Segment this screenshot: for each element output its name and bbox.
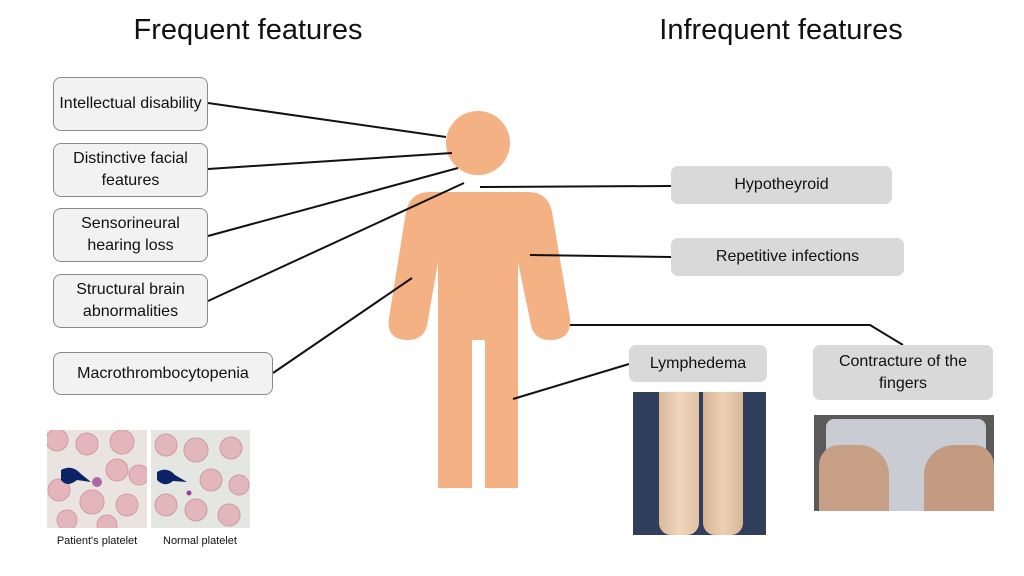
feature-repetitive-infections: Repetitive infections <box>671 238 904 276</box>
feature-hearing-loss: Sensorineural hearing loss <box>53 208 208 262</box>
frequent-title: Frequent features <box>133 14 363 46</box>
feature-finger-contracture: Contracture of the fingers <box>813 345 993 400</box>
infrequent-title: Infrequent features <box>659 14 903 46</box>
lymphedema-photo <box>633 392 766 535</box>
feature-hypothyroid: Hypotheyroid <box>671 166 892 204</box>
feature-brain-abnormalities: Structural brain abnormalities <box>53 274 208 328</box>
human-figure <box>388 111 571 488</box>
feature-macrothrombocytopenia: Macrothrombocytopenia <box>53 352 273 395</box>
feature-facial-features: Distinctive facial features <box>53 143 208 197</box>
hands-photo <box>814 415 994 511</box>
patient-platelet-caption: Patient's platelet <box>56 535 138 547</box>
normal-platelet-caption: Normal platelet <box>163 535 237 547</box>
connector-lines <box>207 102 904 400</box>
normal-platelet-smear <box>151 430 250 528</box>
patient-platelet-smear <box>47 430 147 528</box>
feature-intellectual-disability: Intellectual disability <box>53 77 208 131</box>
feature-lymphedema: Lymphedema <box>629 345 767 382</box>
